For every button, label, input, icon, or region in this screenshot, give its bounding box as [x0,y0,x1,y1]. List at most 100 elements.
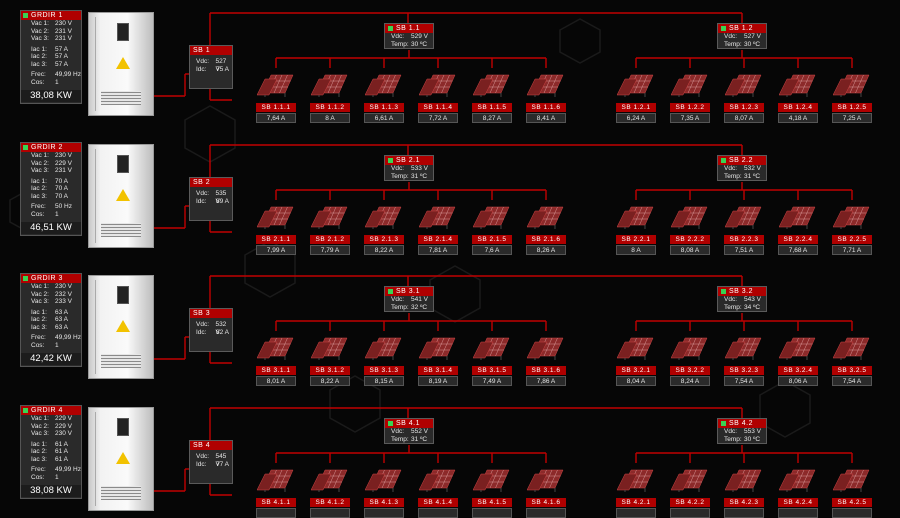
cos-row-label: Cos: [31,78,45,86]
vdc-row: Vdc:552 V [385,428,433,436]
string-label: SB 4.2.1 [616,498,656,507]
frec-row-value: 49,99 Hz [54,334,82,341]
vac3-row-value: 231 V [55,35,72,42]
string-current: 8,01 A [256,376,296,386]
vdc-row: Vdc:527 V [190,58,232,73]
sub-title-bar: SB 4.2 [718,419,766,428]
sub-title-bar: SB 1.2 [718,24,766,33]
solar-panel-icon [365,74,402,97]
wiring-diagram [154,12,853,496]
idc-row: Idc:82 A [190,329,232,337]
idc-row-value: 75 A [216,65,230,73]
vdc-row-value: 552 V [411,428,428,435]
solar-panel-icon [527,74,564,97]
inverter-cabinet-icon[interactable] [88,144,154,248]
inverter-title-bar: GRDIR 3 [21,274,81,283]
sub-title-bar: SB 3.1 [385,287,433,296]
vac3-row-value: 230 V [55,430,72,437]
vdc-row: Vdc:532 V [718,165,766,173]
iac1-row-value: 70 A [55,177,69,185]
frec-row-value: 50 Hz [55,203,72,210]
idc-row-value: 89 A [216,197,230,205]
string-label: SB 2.2.1 [616,235,656,244]
iac1-row-label: Iac 1: [31,45,47,53]
string-label: SB 3.1.1 [256,366,296,375]
sub-title-bar: SB 2.2 [718,156,766,165]
vac2-row-label: Vac 2: [31,290,49,298]
solar-panel-icon [671,74,708,97]
vac3-row-label: Vac 3: [31,298,49,305]
inverter-power: 42,42 KW [21,353,81,365]
string-current: 7,25 A [832,113,872,123]
string-label: SB 4.2.3 [724,498,764,507]
iac3-row-label: Iac 3: [31,323,47,331]
iac1-row: Iac 1: 70 A [21,178,81,186]
string-label: SB 3.2.2 [670,366,710,375]
string-label: SB 1.2.4 [778,103,818,112]
string-label: SB 2.2.5 [832,235,872,244]
string-current: 7,71 A [832,245,872,255]
string-label: SB 1.1.2 [310,103,350,112]
iac3-row: Iac 3:61 A [21,456,81,464]
string-current: 8 A [616,245,656,255]
frec-row-value: 49,99 Hz [54,71,82,78]
sub-title: SB 4.2 [729,420,754,427]
inverter-cabinet-icon[interactable] [88,407,154,511]
string-current: 8,07 A [724,113,764,123]
frec-row: Frec:49,99 Hz [21,466,81,474]
iac1-row-label: Iac 1: [31,177,47,185]
string-current [832,508,872,518]
string-current: 8,08 A [670,245,710,255]
iac2-row: Iac 2:61 A [21,448,81,456]
iac2-row-value: 61 A [55,448,69,455]
string-current [724,508,764,518]
iac2-row: Iac 2:70 A [21,185,81,193]
inverter-cabinet-icon[interactable] [88,275,154,379]
string-current: 8,22 A [364,245,404,255]
sub-title-bar: SB 2.1 [385,156,433,165]
solar-panel-icon [473,469,510,492]
cos-row-label: Cos: [31,473,45,481]
inverter-cabinet-icon[interactable] [88,12,154,116]
vac2-row-value: 231 V [55,27,72,35]
iac1-row: Iac 1:57 A [21,46,81,54]
sub-title-bar: SB 4.1 [385,419,433,428]
temp-row-value: 31 ºC [411,172,428,180]
string-label: SB 1.2.2 [670,103,710,112]
vac1-row-label: Vac 1: [31,415,49,422]
temp-row-label: Temp: [724,172,742,180]
string-current: 7,68 A [778,245,818,255]
frec-row-label: Frec: [31,203,46,210]
solar-panel-icon [311,337,348,360]
temp-row-label: Temp: [391,40,409,48]
temp-row-label: Temp: [724,40,742,48]
idc-row-label: Idc: [196,65,207,73]
sb-title-bar: SB 2 [190,178,232,187]
string-current [616,508,656,518]
vdc-row-label: Vdc: [196,190,210,197]
cabinet-screen [117,23,129,41]
temp-row: Temp:30 ºC [385,41,433,49]
string-label: SB 3.2.4 [778,366,818,375]
cos-row: Cos:1 [21,79,81,87]
iac3-row-value: 63 A [55,323,69,331]
frec-row-value: 49,99 Hz [54,466,82,473]
string-label: SB 3.2.3 [724,366,764,375]
temp-row-value: 30 ºC [411,40,428,48]
